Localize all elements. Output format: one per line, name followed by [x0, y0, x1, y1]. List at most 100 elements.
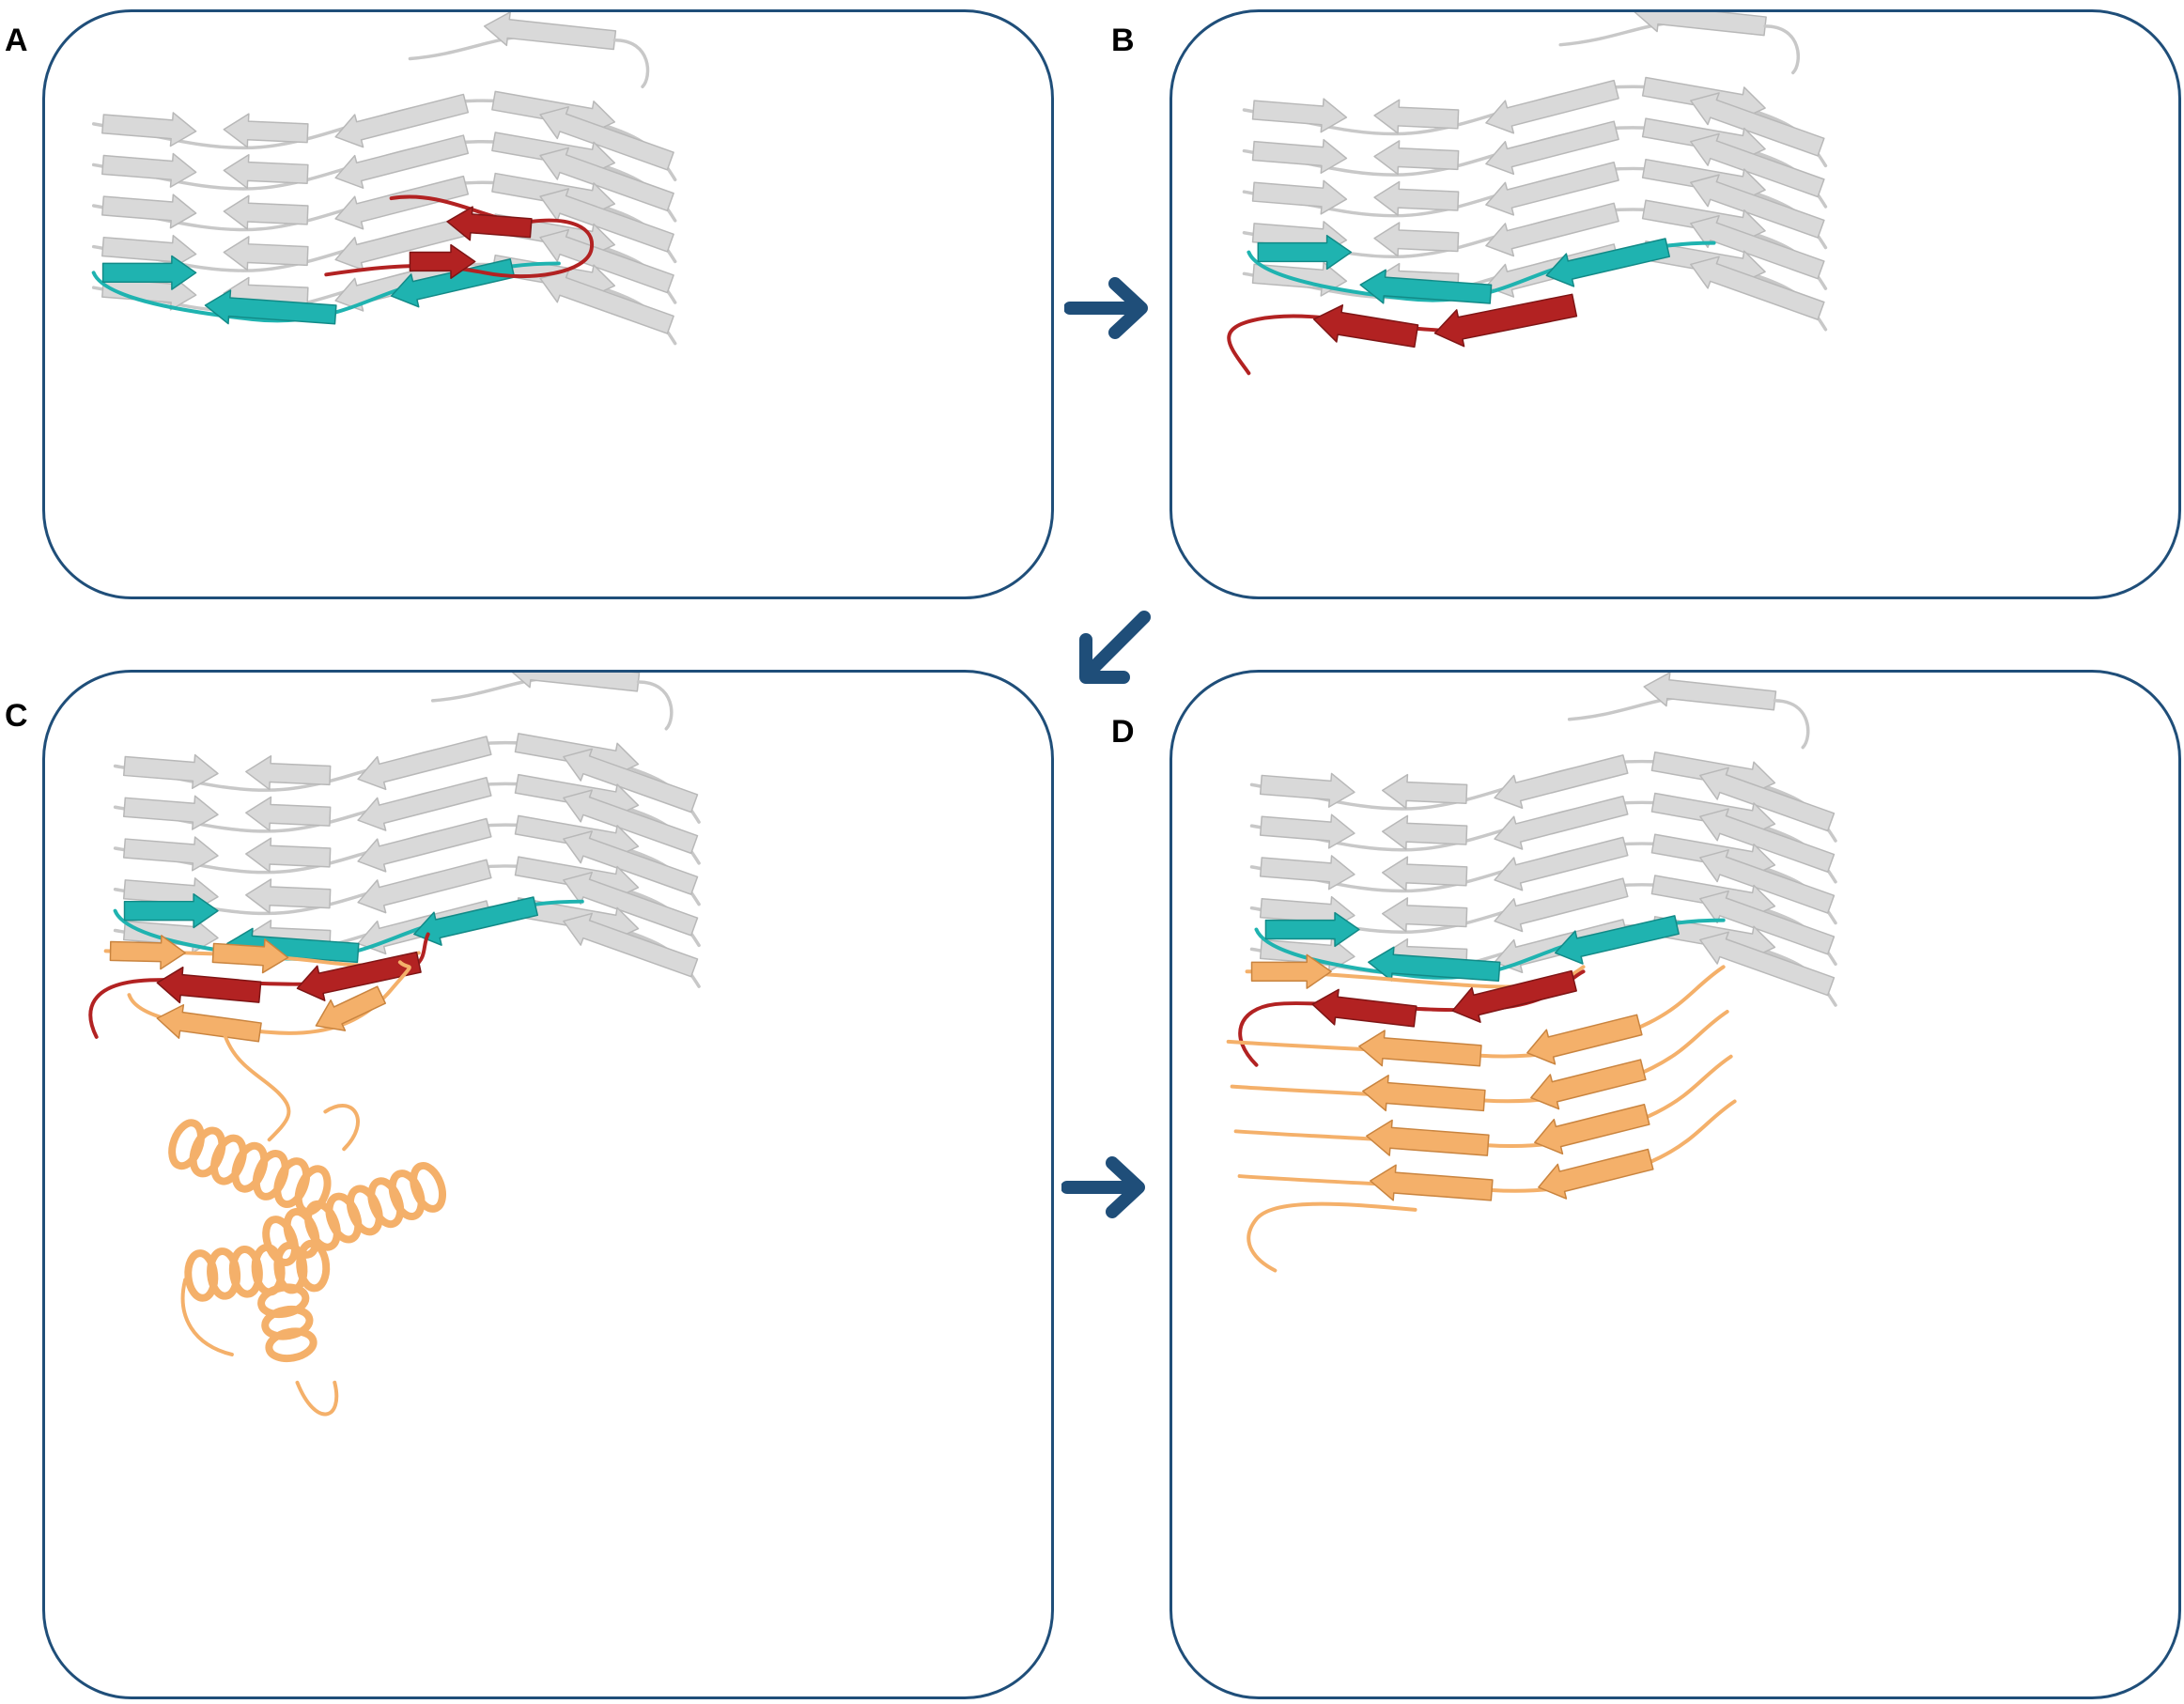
fibril-strand	[223, 236, 309, 271]
orange-strand	[1370, 1164, 1494, 1201]
fibril-strand	[1485, 202, 1619, 257]
structure-a	[91, 12, 677, 346]
fibril-strand	[1485, 79, 1619, 134]
orange-strand	[1538, 1148, 1654, 1200]
fibril-strand	[563, 871, 699, 937]
fibril-strand	[1643, 673, 1777, 711]
cyan-strand	[1368, 946, 1501, 982]
fibril-strand	[357, 776, 492, 831]
fibril-strand	[1373, 140, 1460, 176]
fibril-strand	[1699, 849, 1835, 914]
fibril-strand	[1373, 99, 1460, 134]
fibril-loop	[1763, 24, 1800, 75]
fibril-strand	[223, 113, 309, 148]
red-strand	[409, 243, 476, 280]
fibril-strand	[245, 837, 332, 873]
panel-label-d: D	[1111, 714, 1135, 750]
fibril-strand	[122, 836, 219, 872]
structure-d	[1226, 673, 1837, 1273]
fibril-strand	[245, 878, 332, 914]
fibril-strand	[1251, 179, 1348, 215]
orange-helix	[168, 1119, 332, 1216]
orange-strand	[156, 1004, 262, 1043]
red-strand	[1311, 988, 1417, 1028]
fibril-strand	[1373, 222, 1460, 257]
fibril-strand	[1634, 12, 1767, 37]
fibril-strand	[1251, 98, 1348, 133]
arrow-icon	[1064, 277, 1148, 339]
fibril-strand	[1699, 890, 1835, 955]
fibril-strand	[223, 194, 309, 230]
fibril-strand	[1699, 767, 1835, 832]
orange-helix	[184, 1239, 331, 1302]
fibril-strand	[223, 153, 309, 190]
fibril-strand	[1259, 855, 1355, 891]
arrow-icon	[1079, 611, 1151, 684]
orange-strand	[1530, 1059, 1647, 1110]
fibril-strand	[539, 147, 674, 212]
fibril-strand	[1373, 180, 1460, 216]
orange-strand	[1366, 1119, 1490, 1156]
fibril-strand	[357, 817, 492, 873]
orange-helix	[262, 1162, 446, 1266]
orange-strand	[1526, 1014, 1643, 1065]
fibril-strand	[511, 673, 641, 692]
orange-loop	[220, 1025, 291, 1142]
fibril-strand	[483, 12, 617, 51]
orange-loop	[1247, 1201, 1417, 1273]
orange-strand	[1358, 1030, 1482, 1067]
orange-strand	[109, 935, 186, 970]
fibril-strand	[245, 755, 332, 791]
fibril-strand	[1690, 132, 1825, 198]
fibril-strand	[539, 228, 674, 294]
fibril-strand	[539, 188, 674, 253]
orange-strand	[1362, 1075, 1486, 1112]
cyan-strand	[123, 892, 219, 929]
orange-strand	[211, 938, 289, 974]
fibril-strand	[563, 748, 699, 813]
cyan-strand	[1264, 911, 1360, 948]
fibril-strand	[357, 859, 492, 914]
cyan-strand	[1359, 269, 1493, 304]
fibril-loop	[636, 680, 674, 731]
fibril-strand	[1690, 174, 1825, 239]
fibril-strand	[245, 796, 332, 831]
fibril-strand	[334, 134, 470, 189]
panel-label-b: B	[1111, 23, 1135, 58]
fibril-strand	[1699, 931, 1835, 997]
orange-loop	[180, 1104, 360, 1417]
cyan-strand	[1257, 234, 1353, 271]
fibril-strand	[1259, 772, 1355, 808]
panel-c	[42, 670, 1054, 1699]
fibril-strand	[1485, 162, 1619, 216]
fibril-strand	[122, 795, 219, 830]
fibril-strand	[101, 112, 197, 147]
panel-d	[1169, 670, 2181, 1699]
panel-label-c: C	[5, 698, 28, 734]
red-strand	[1312, 304, 1419, 349]
fibril-strand	[539, 270, 674, 334]
arrow-icon	[1061, 1156, 1145, 1218]
red-strand	[446, 206, 533, 241]
structure-b	[1227, 12, 1828, 376]
fibril-strand	[1494, 754, 1629, 809]
panel-label-a: A	[5, 23, 28, 58]
red-strand	[1451, 969, 1577, 1023]
fibril-strand	[357, 736, 492, 791]
fibril-strand	[1485, 120, 1619, 176]
structure-c	[88, 673, 701, 1417]
orange-strand	[315, 985, 387, 1031]
orange-helix	[257, 1283, 318, 1363]
fibril-strand	[1690, 256, 1825, 320]
fibril-strand	[1382, 856, 1468, 891]
fibril-strand	[101, 152, 197, 188]
orange-strand	[1250, 953, 1332, 989]
cyan-strand	[101, 255, 197, 290]
fibril-strand	[1382, 814, 1468, 850]
fibril-loop	[1773, 699, 1810, 750]
fibril-strand	[122, 753, 219, 790]
red-strand	[156, 966, 262, 1004]
panel-b	[1169, 9, 2181, 599]
cyan-strand	[204, 289, 337, 325]
fibril-strand	[563, 789, 699, 855]
